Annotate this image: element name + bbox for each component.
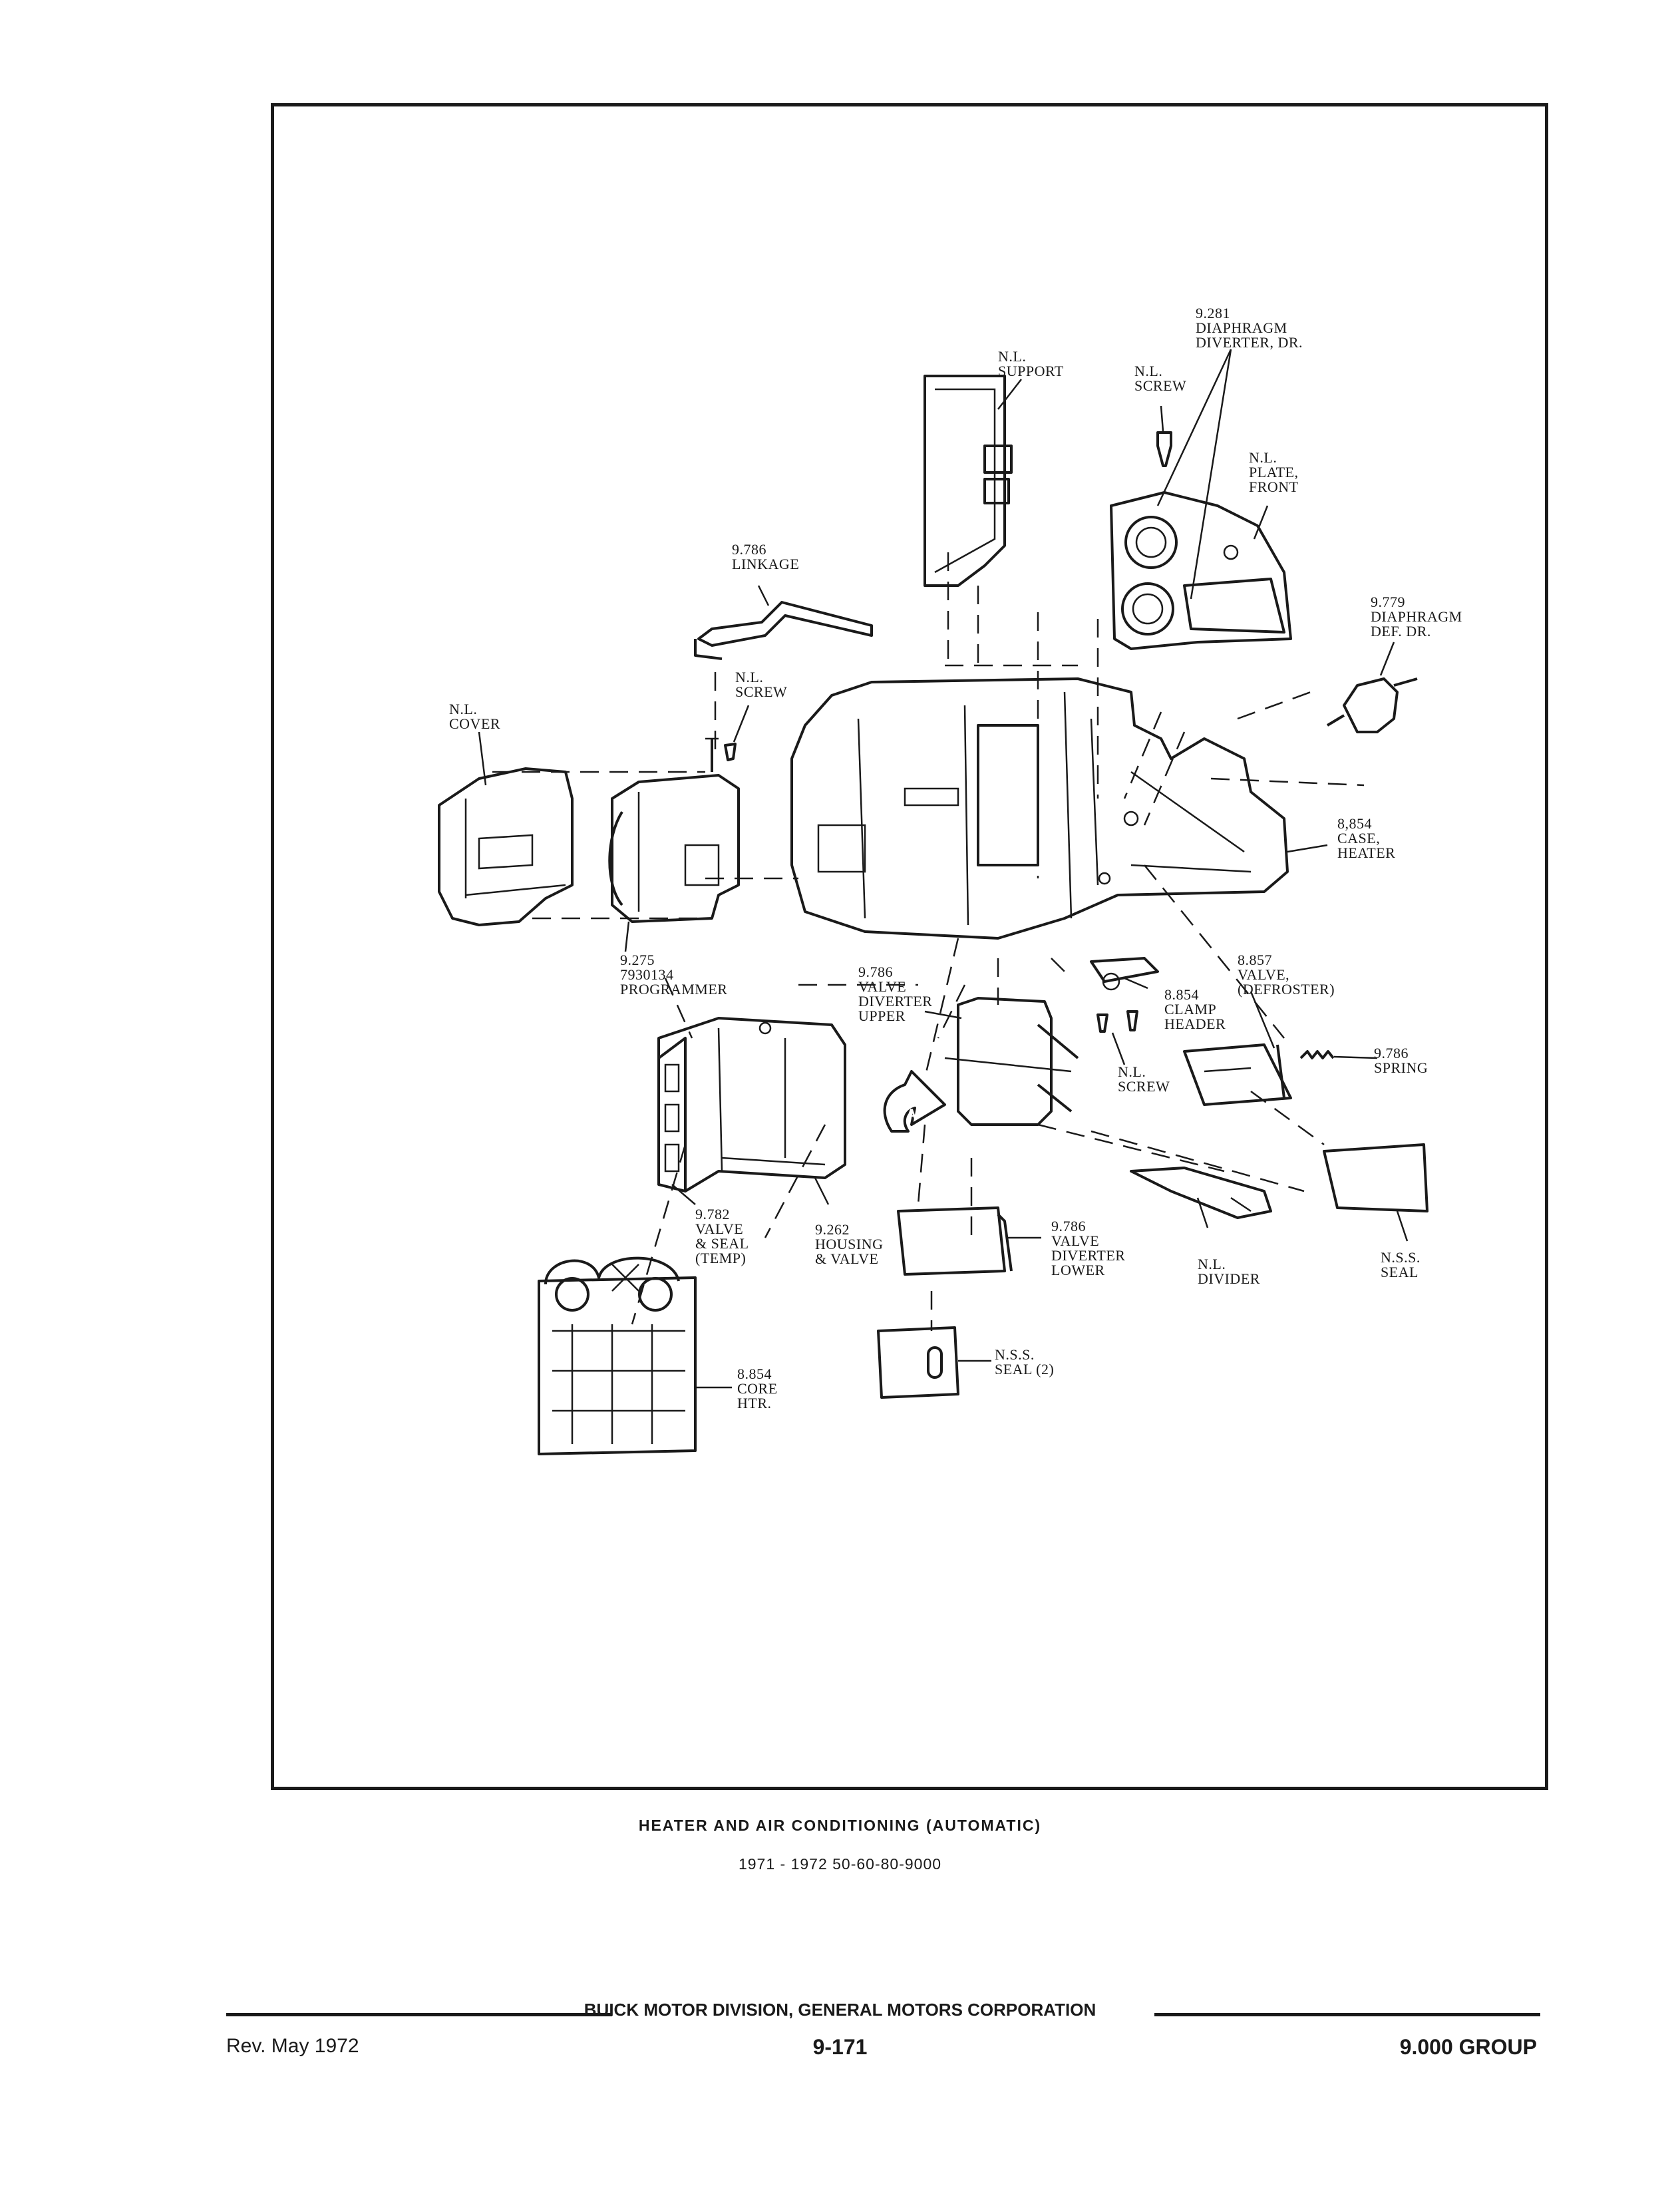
label-support: N.L.SUPPORT bbox=[998, 348, 1064, 379]
screw-mid-part bbox=[724, 743, 737, 761]
label-seal-nss: N.S.S.SEAL bbox=[1381, 1249, 1421, 1280]
figure-title: HEATER AND AIR CONDITIONING (AUTOMATIC) bbox=[638, 1817, 1042, 1834]
figure-subtitle: 1971 - 1972 50-60-80-9000 bbox=[738, 1855, 942, 1873]
label-screw-low: N.L.SCREW bbox=[1118, 1063, 1170, 1095]
diagram-frame bbox=[271, 103, 1548, 1790]
valve-defroster-part bbox=[1183, 1043, 1292, 1106]
screw-low-part bbox=[1096, 1010, 1138, 1033]
clamp-header-part bbox=[1090, 957, 1159, 991]
footer-division: BUICK MOTOR DIVISION, GENERAL MOTORS COR… bbox=[584, 2000, 1096, 2020]
diaphragm-def-part bbox=[1326, 677, 1418, 733]
label-screw-top: N.L.SCREW bbox=[1134, 363, 1186, 394]
footer-rule-right bbox=[1154, 2013, 1540, 2016]
label-seal-2: N.S.S.SEAL (2) bbox=[995, 1346, 1054, 1377]
divider-part bbox=[1130, 1167, 1272, 1219]
footer-rule-left bbox=[226, 2013, 612, 2016]
footer-revision: Rev. May 1972 bbox=[226, 2035, 359, 2057]
programmer-part bbox=[608, 737, 740, 923]
spring-part bbox=[1299, 1050, 1335, 1059]
label-callout-a: A bbox=[906, 1106, 917, 1123]
seal-part bbox=[1323, 1143, 1428, 1212]
valve-diverter-upper-part bbox=[944, 997, 1079, 1126]
screw-top-part bbox=[1156, 431, 1172, 467]
label-cover: N.L.COVER bbox=[449, 701, 500, 732]
label-screw-mid: N.L.SCREW bbox=[735, 669, 787, 700]
leader-lines bbox=[478, 349, 1409, 1389]
housing-valve-part bbox=[657, 1017, 846, 1192]
footer-page-number: 9-171 bbox=[812, 2035, 868, 2059]
support-part bbox=[924, 375, 1013, 587]
callout-a-arrow bbox=[883, 1070, 946, 1133]
footer-group: 9.000 GROUP bbox=[1399, 2035, 1537, 2059]
heater-case-part bbox=[790, 677, 1289, 940]
cover-part bbox=[438, 767, 574, 926]
diaphragm-diverter-part bbox=[1110, 491, 1292, 650]
linkage-part bbox=[694, 601, 873, 660]
label-divider: N.L.DIVIDER bbox=[1198, 1256, 1260, 1287]
seal-2-part bbox=[877, 1326, 959, 1399]
label-plate-front: N.L.PLATE,FRONT bbox=[1249, 449, 1299, 495]
core-htr-part bbox=[538, 1256, 697, 1455]
valve-diverter-lower-part bbox=[897, 1206, 1013, 1276]
assembly-lines bbox=[492, 552, 1365, 1331]
